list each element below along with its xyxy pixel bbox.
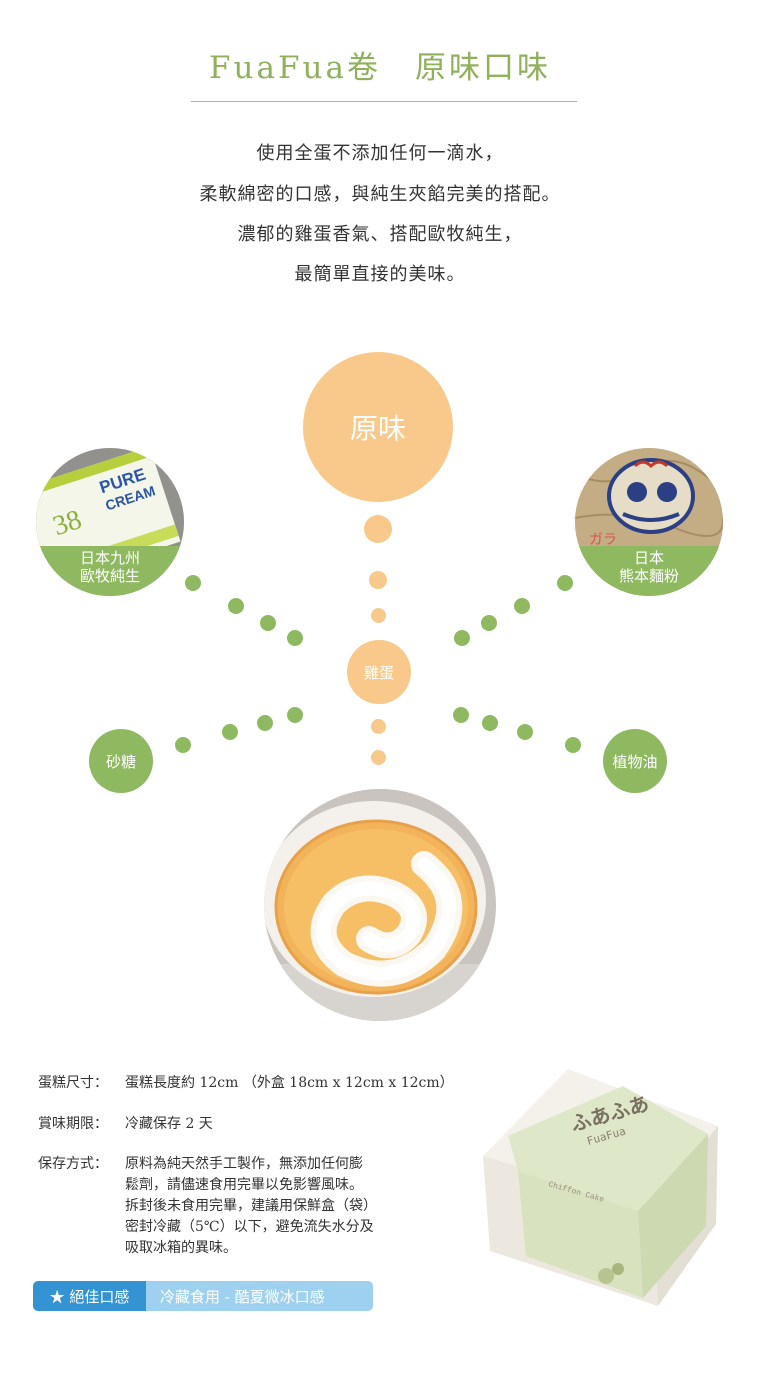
badge-description: 冷藏食用 - 酷夏微冰口感 bbox=[146, 1281, 373, 1311]
egg-label: 雞蛋 bbox=[363, 663, 394, 682]
shelf-life-key: 賞味期限： bbox=[38, 1116, 108, 1132]
size-value: 蛋糕長度約 12cm （外盒 18cm x 12cm x 12cm） bbox=[125, 1075, 454, 1091]
connector-dot bbox=[369, 571, 387, 589]
connector-dot bbox=[371, 719, 386, 734]
description-line-1: 使用全蛋不添加任何一滴水， bbox=[256, 143, 504, 164]
gift-box-photo: ふあふあ FuaFua Chiffon Cake bbox=[478, 1066, 723, 1311]
connector-dot bbox=[185, 575, 201, 591]
description-line-4: 最簡單直接的美味。 bbox=[294, 264, 466, 285]
description-line-3: 濃郁的雞蛋香氣、搭配歐牧純生， bbox=[237, 224, 523, 245]
badge-description-label: 冷藏食用 - 酷夏微冰口感 bbox=[160, 1287, 325, 1306]
connector-dot bbox=[482, 715, 498, 731]
title-divider bbox=[191, 101, 577, 102]
connector-dot bbox=[565, 737, 581, 753]
storage-line-5: 吸取冰箱的異味。 bbox=[125, 1240, 237, 1256]
connector-dot bbox=[260, 615, 276, 631]
connector-dot bbox=[371, 608, 386, 623]
size-key: 蛋糕尺寸： bbox=[38, 1075, 108, 1091]
storage-line-3: 拆封後未食用完畢，建議用保鮮盒（袋） bbox=[125, 1198, 377, 1214]
page-title: FuaFua卷 原味口味 bbox=[209, 50, 551, 86]
storage-line-1: 原料為純天然手工製作，無添加任何膨 bbox=[125, 1156, 363, 1172]
storage-line-2: 鬆劑，請儘速食用完畢以免影響風味。 bbox=[125, 1177, 363, 1193]
connector-dot bbox=[371, 750, 386, 765]
cake-roll-image bbox=[264, 789, 496, 1021]
oil-circle: 植物油 bbox=[603, 729, 667, 793]
connector-dot bbox=[557, 575, 573, 591]
gift-box-image: ふあふあ FuaFua Chiffon Cake bbox=[483, 1069, 718, 1306]
badge-highlight-label: ★ 絕佳口感 bbox=[49, 1287, 130, 1306]
feature-badge: ★ 絕佳口感 冷藏食用 - 酷夏微冰口感 bbox=[33, 1281, 373, 1311]
connector-dot bbox=[287, 630, 303, 646]
cake-roll-photo bbox=[264, 789, 496, 1021]
flour-name-label: 熊本麵粉 bbox=[618, 567, 679, 585]
flour-ingredient-photo: ガラ 日本 熊本麵粉 bbox=[575, 448, 723, 596]
cream-ingredient-photo: PURE CREAM 38 日本九州 歐牧純生 bbox=[36, 448, 184, 596]
connector-dot bbox=[175, 737, 191, 753]
connector-dot bbox=[287, 707, 303, 723]
cream-name-label: 歐牧純生 bbox=[79, 567, 140, 585]
connector-dot bbox=[454, 630, 470, 646]
cream-origin-label: 日本九州 bbox=[79, 549, 140, 567]
connector-dot bbox=[364, 515, 392, 543]
cream-pack-image: PURE CREAM 38 bbox=[36, 448, 184, 596]
sugar-circle: 砂糖 bbox=[89, 729, 153, 793]
connector-dot bbox=[257, 715, 273, 731]
connector-dot bbox=[453, 707, 469, 723]
connector-dot bbox=[228, 598, 244, 614]
shelf-life-value: 冷藏保存 2 天 bbox=[125, 1116, 213, 1132]
connector-dot bbox=[481, 615, 497, 631]
original-flavor-circle: 原味 bbox=[303, 352, 453, 502]
oil-label: 植物油 bbox=[612, 752, 658, 771]
connector-dot bbox=[517, 724, 533, 740]
storage-line-4: 密封冷藏（5℃）以下，避免流失水分及 bbox=[125, 1219, 374, 1235]
connector-dot bbox=[222, 724, 238, 740]
description-line-2: 柔軟綿密的口感，與純生夾餡完美的搭配。 bbox=[199, 184, 561, 205]
storage-key: 保存方式： bbox=[38, 1156, 108, 1172]
sugar-label: 砂糖 bbox=[105, 752, 136, 771]
original-flavor-label: 原味 bbox=[349, 412, 406, 445]
flour-bag-text: ガラ bbox=[589, 532, 617, 548]
badge-highlight: ★ 絕佳口感 bbox=[33, 1281, 146, 1311]
flour-bag-image: ガラ bbox=[575, 448, 723, 596]
connector-dot bbox=[514, 598, 530, 614]
egg-circle: 雞蛋 bbox=[347, 640, 411, 704]
flour-origin-label: 日本 bbox=[633, 549, 664, 567]
